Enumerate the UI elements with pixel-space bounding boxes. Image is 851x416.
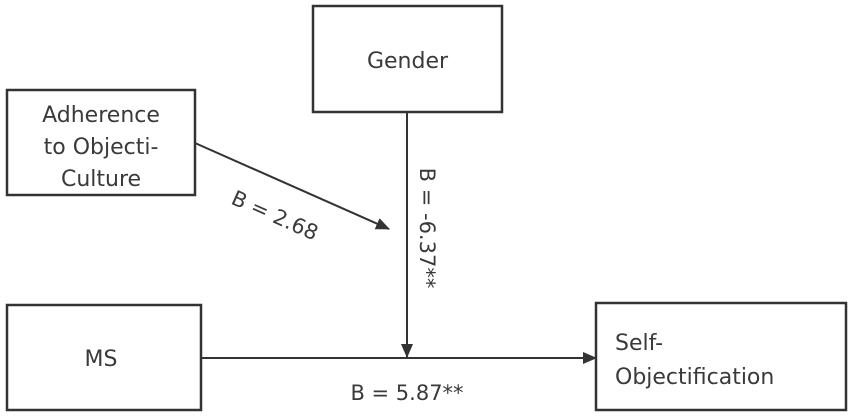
ms-label: MS bbox=[85, 347, 118, 372]
adherence-node: Adherence to Objecti- Culture bbox=[5, 88, 197, 197]
gender-node: Gender bbox=[311, 4, 504, 114]
self-objectification-node: Self- Objectification bbox=[594, 301, 848, 412]
gender-label: Gender bbox=[367, 49, 449, 74]
ms-box bbox=[5, 303, 203, 412]
gender-path-coefficient: B = -6.37** bbox=[415, 168, 439, 289]
self-objectification-box bbox=[594, 301, 848, 412]
self-objectification-label-line-2: Objectification bbox=[615, 365, 774, 390]
adherence-box bbox=[5, 88, 197, 197]
self-objectification-label-line-1: Self- bbox=[615, 331, 663, 356]
adherence-label-line-2: to Objecti- bbox=[44, 135, 159, 160]
ms-path-coefficient: B = 5.87** bbox=[350, 381, 463, 405]
adherence-to-path-arrow bbox=[194, 142, 390, 230]
adherence-path-coefficient: B = 2.68 bbox=[228, 186, 322, 245]
adherence-label-line-1: Adherence bbox=[42, 103, 160, 128]
gender-box bbox=[311, 4, 504, 114]
ms-node: MS bbox=[5, 303, 203, 412]
adherence-label-line-3: Culture bbox=[61, 167, 141, 192]
